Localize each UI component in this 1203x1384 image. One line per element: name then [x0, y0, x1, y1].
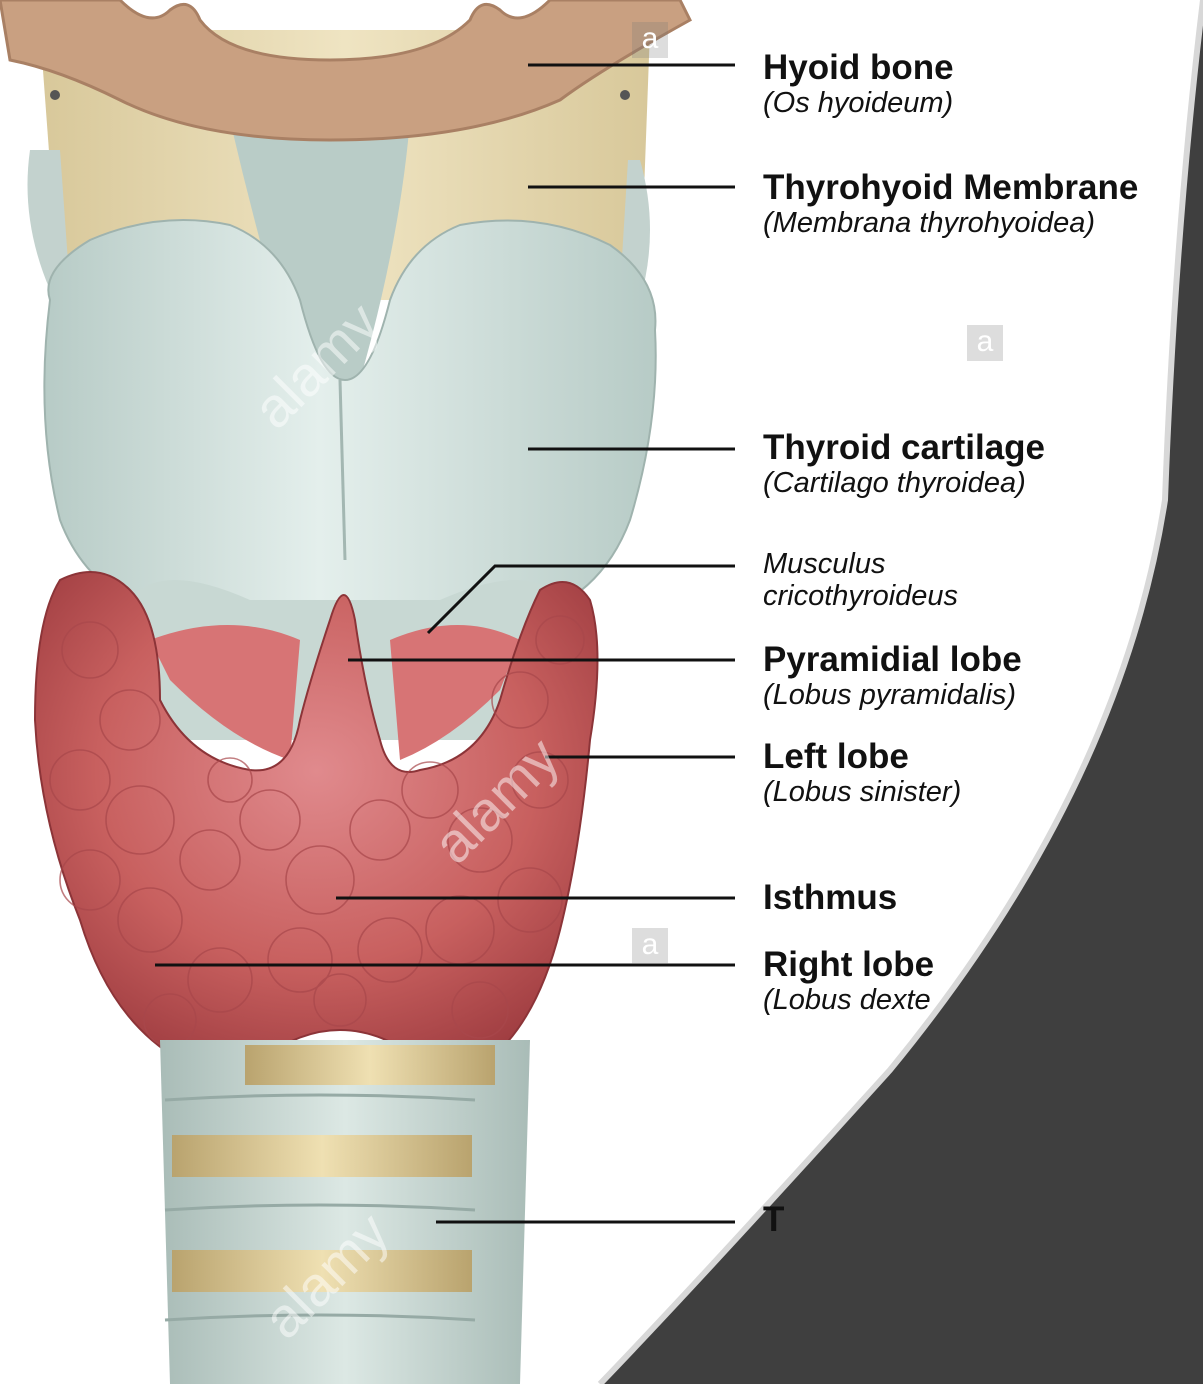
watermark-letter-1: a — [967, 325, 1003, 361]
label-thyrohyoid-sub: (Membrana thyrohyoidea) — [763, 207, 1138, 239]
label-trachea-main: T — [763, 1200, 784, 1239]
label-trachea: T — [763, 1200, 784, 1239]
label-pyramidal-lobe: Pyramidial lobe (Lobus pyramidalis) — [763, 640, 1022, 712]
label-thyroid-cartilage-sub: (Cartilago thyroidea) — [763, 467, 1045, 499]
label-left-lobe-main: Left lobe — [763, 737, 961, 776]
label-right-lobe-sub: (Lobus dexte — [763, 984, 934, 1016]
label-pyramidal-main: Pyramidial lobe — [763, 640, 1022, 679]
label-cricothyroid-line1: Musculus — [763, 548, 958, 580]
label-left-lobe: Left lobe (Lobus sinister) — [763, 737, 961, 809]
watermark-letter-2: a — [632, 928, 668, 964]
label-cricothyroid: Musculus cricothyroideus — [763, 548, 958, 613]
label-right-lobe-main: Right lobe — [763, 945, 934, 984]
watermark-letter-3: a — [632, 22, 668, 58]
label-thyrohyoid-main: Thyrohyoid Membrane — [763, 168, 1138, 207]
label-thyroid-cartilage-main: Thyroid cartilage — [763, 428, 1045, 467]
label-cricothyroid-line2: cricothyroideus — [763, 580, 958, 612]
label-thyroid-cartilage: Thyroid cartilage (Cartilago thyroidea) — [763, 428, 1045, 500]
label-right-lobe: Right lobe (Lobus dexte — [763, 945, 934, 1017]
label-isthmus-main: Isthmus — [763, 878, 897, 917]
label-left-lobe-sub: (Lobus sinister) — [763, 776, 961, 808]
label-thyrohyoid: Thyrohyoid Membrane (Membrana thyrohyoid… — [763, 168, 1138, 240]
label-hyoid-bone: Hyoid bone (Os hyoideum) — [763, 48, 954, 120]
label-hyoid-sub: (Os hyoideum) — [763, 87, 954, 119]
label-pyramidal-sub: (Lobus pyramidalis) — [763, 679, 1022, 711]
label-hyoid-main: Hyoid bone — [763, 48, 954, 87]
tracheal-ring-band — [245, 1045, 495, 1085]
label-isthmus: Isthmus — [763, 878, 897, 917]
